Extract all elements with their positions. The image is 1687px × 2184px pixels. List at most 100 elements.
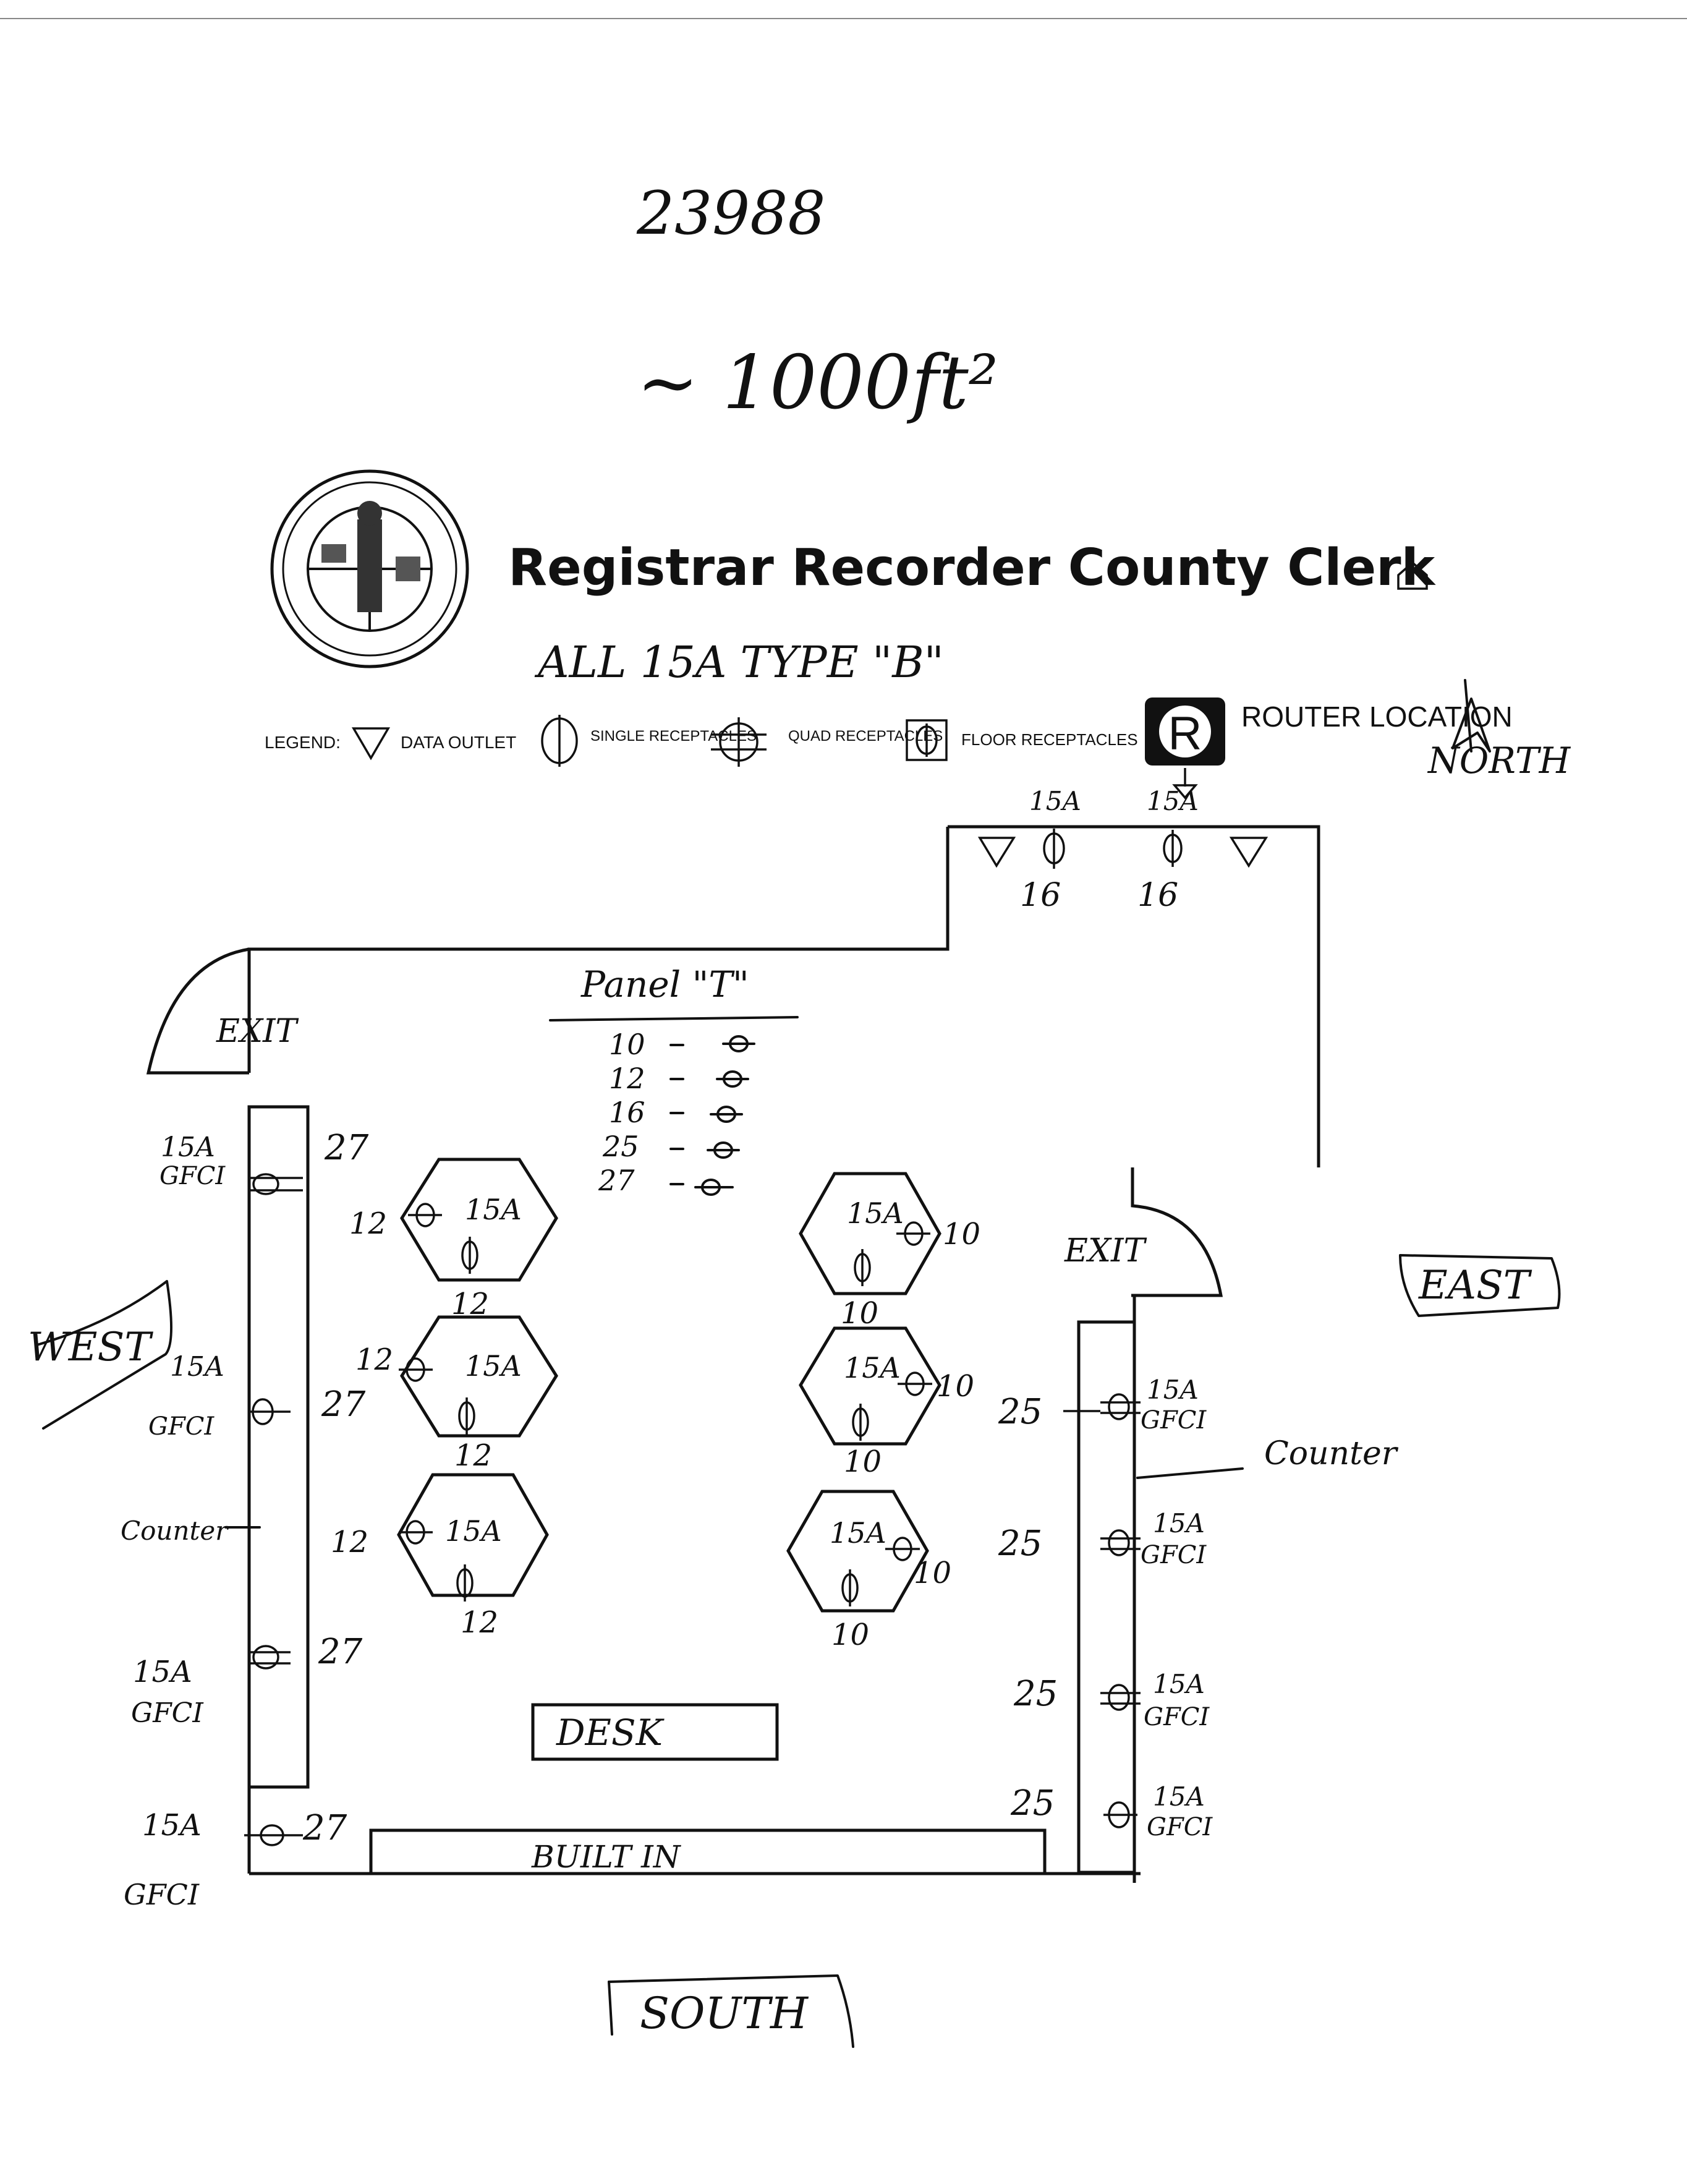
legend-router-location: ROUTER LOCATION: [1241, 701, 1513, 733]
outlet-gfci: GFCI: [1141, 1541, 1207, 1569]
hex-amps: 15A: [847, 1197, 904, 1230]
hex-circuit: 10: [831, 1618, 869, 1652]
direction-east: EAST: [1418, 1263, 1532, 1308]
legend-floor-receptacles: FLOOR RECEPTACLES: [961, 730, 1138, 749]
north-arrow-icon: [1451, 679, 1491, 753]
exit-label-right: EXIT: [1064, 1232, 1147, 1269]
outlet-circuit: 25: [998, 1392, 1042, 1432]
outlet-amps: 15A: [161, 1132, 215, 1163]
south-label: SOUTH: [608, 1974, 854, 2048]
hex-table-right-3: 15A 10 10: [786, 1490, 951, 1652]
east-wall-outlets: 25 15A GFCI 25 15A GFCI 25 15A GFCI 25 1…: [998, 1375, 1213, 1841]
hex-circuit: 12: [331, 1525, 368, 1559]
legend-single-receptacles: SINGLE RECEPTACLES: [590, 728, 757, 744]
single-receptacle-icon: [1043, 829, 1065, 869]
outlet-amps: 15A: [1147, 1375, 1199, 1405]
panel-circuit-4: 25: [602, 1130, 639, 1163]
home-icon: [1397, 561, 1428, 590]
type-note: ALL 15A TYPE "B": [534, 637, 944, 688]
panel-circuit-3: 16: [609, 1096, 645, 1129]
data-outlet-icon: [977, 837, 1016, 868]
page-title: Registrar Recorder County Clerk: [508, 539, 1437, 597]
data-outlet-icon: [351, 727, 391, 761]
gfci-outlet: 25 15A GFCI: [998, 1375, 1207, 1435]
floor-receptacle-icon: [906, 719, 948, 761]
desk-label: DESK: [556, 1712, 665, 1754]
built-in-label: BUILT IN: [531, 1839, 682, 1875]
outlet-circuit: 27: [324, 1128, 369, 1168]
hex-circuit: 10: [841, 1296, 878, 1331]
built-in: [369, 1828, 1047, 1875]
router-arrow-icon: [1172, 768, 1198, 800]
hex-circuit: 12: [355, 1342, 393, 1377]
router-icon: R: [1145, 697, 1225, 766]
counter-label-right: Counter: [1264, 1435, 1399, 1472]
hex-circuit: 12: [461, 1605, 498, 1640]
outlet-circuit: 25: [998, 1524, 1042, 1564]
gfci-outlet: 25 15A GFCI: [998, 1508, 1207, 1569]
outlet-amps: 15A: [1153, 1508, 1205, 1538]
outlet-gfci: GFCI: [124, 1878, 200, 1911]
panel-receptacle-marks: [669, 1035, 755, 1196]
outlet-north-right-circuit: 16: [1137, 877, 1178, 914]
outlet-amps: 15A: [142, 1808, 202, 1843]
hex-table-right-2: 15A 10 10: [799, 1326, 974, 1479]
outlet-amps: 15A: [133, 1655, 192, 1689]
gfci-outlet: 25 15A GFCI: [1013, 1669, 1210, 1731]
hex-table-left-1: 15A 12 12: [349, 1158, 558, 1321]
west-wall-outlets: 15A GFCI 27 15A GFCI 27 15A GFCI 27 15A …: [124, 1128, 369, 1911]
gfci-outlet: 15A GFCI 27: [124, 1808, 347, 1911]
outlet-circuit: 27: [318, 1632, 363, 1672]
panel-circuit-1: 10: [609, 1028, 645, 1061]
hex-table-left-3: 15A 12 12: [331, 1473, 549, 1640]
gfci-outlet: 15A GFCI 27: [131, 1632, 363, 1729]
outlet-north-right-amps: 15A: [1147, 786, 1199, 816]
legend-label: LEGEND:: [265, 733, 341, 752]
hex-amps: 15A: [830, 1516, 886, 1550]
county-seal-logo: [270, 469, 469, 668]
counter-right: [1077, 1320, 1136, 1874]
router-symbol: R: [1168, 707, 1202, 760]
panel-title: Panel "T": [580, 963, 749, 1005]
outlet-amps: 15A: [1153, 1669, 1205, 1699]
west-label: WEST: [28, 1280, 172, 1430]
job-number: 23988: [636, 179, 825, 248]
hex-circuit: 10: [914, 1556, 951, 1590]
hex-circuit: 10: [937, 1369, 974, 1404]
exit-label-left: EXIT: [216, 1013, 299, 1050]
outlet-circuit: 25: [1010, 1783, 1055, 1824]
gfci-outlet: 25 15A GFCI: [1010, 1781, 1213, 1841]
outlet-circuit: 27: [302, 1808, 347, 1848]
panel-schedule: Panel "T" 10 12 16 25 27: [549, 963, 799, 1197]
hex-table-right-1: 15A 10 10: [799, 1172, 980, 1331]
outlet-gfci: GFCI: [1147, 1813, 1213, 1841]
hex-amps: 15A: [445, 1514, 502, 1548]
outlet-amps: 15A: [170, 1351, 224, 1383]
outlet-gfci: GFCI: [148, 1412, 215, 1441]
direction-south: SOUTH: [640, 1988, 809, 2039]
legend-north: NORTH: [1427, 740, 1571, 782]
outlet-north-left-circuit: 16: [1020, 877, 1061, 914]
hex-table-left-2: 15A 12 12: [355, 1315, 558, 1473]
gfci-outlet: 15A GFCI 27: [148, 1351, 366, 1441]
hex-circuit: 10: [943, 1217, 980, 1252]
hex-circuit: 10: [844, 1444, 882, 1479]
outlet-north-left-amps: 15A: [1029, 786, 1081, 816]
single-receptacle-icon: [1163, 830, 1183, 867]
hex-circuit: 12: [454, 1438, 492, 1473]
outlet-gfci: GFCI: [1144, 1703, 1210, 1731]
legend: LEGEND: DATA OUTLET SINGLE RECEPTACLES Q…: [265, 679, 1571, 782]
outlet-circuit: 25: [1013, 1674, 1058, 1714]
hex-amps: 15A: [465, 1349, 522, 1383]
hex-circuit: 12: [349, 1206, 387, 1241]
outlet-circuit: 27: [321, 1384, 366, 1425]
hex-amps: 15A: [465, 1193, 522, 1226]
quad-receptacle-icon: [711, 717, 767, 767]
legend-data-outlet: DATA OUTLET: [401, 733, 516, 752]
direction-west: WEST: [28, 1324, 153, 1370]
single-receptacle-icon: [541, 715, 578, 767]
east-label: EAST: [1399, 1254, 1561, 1317]
panel-circuit-2: 12: [609, 1062, 645, 1095]
outlet-gfci: GFCI: [159, 1162, 226, 1190]
